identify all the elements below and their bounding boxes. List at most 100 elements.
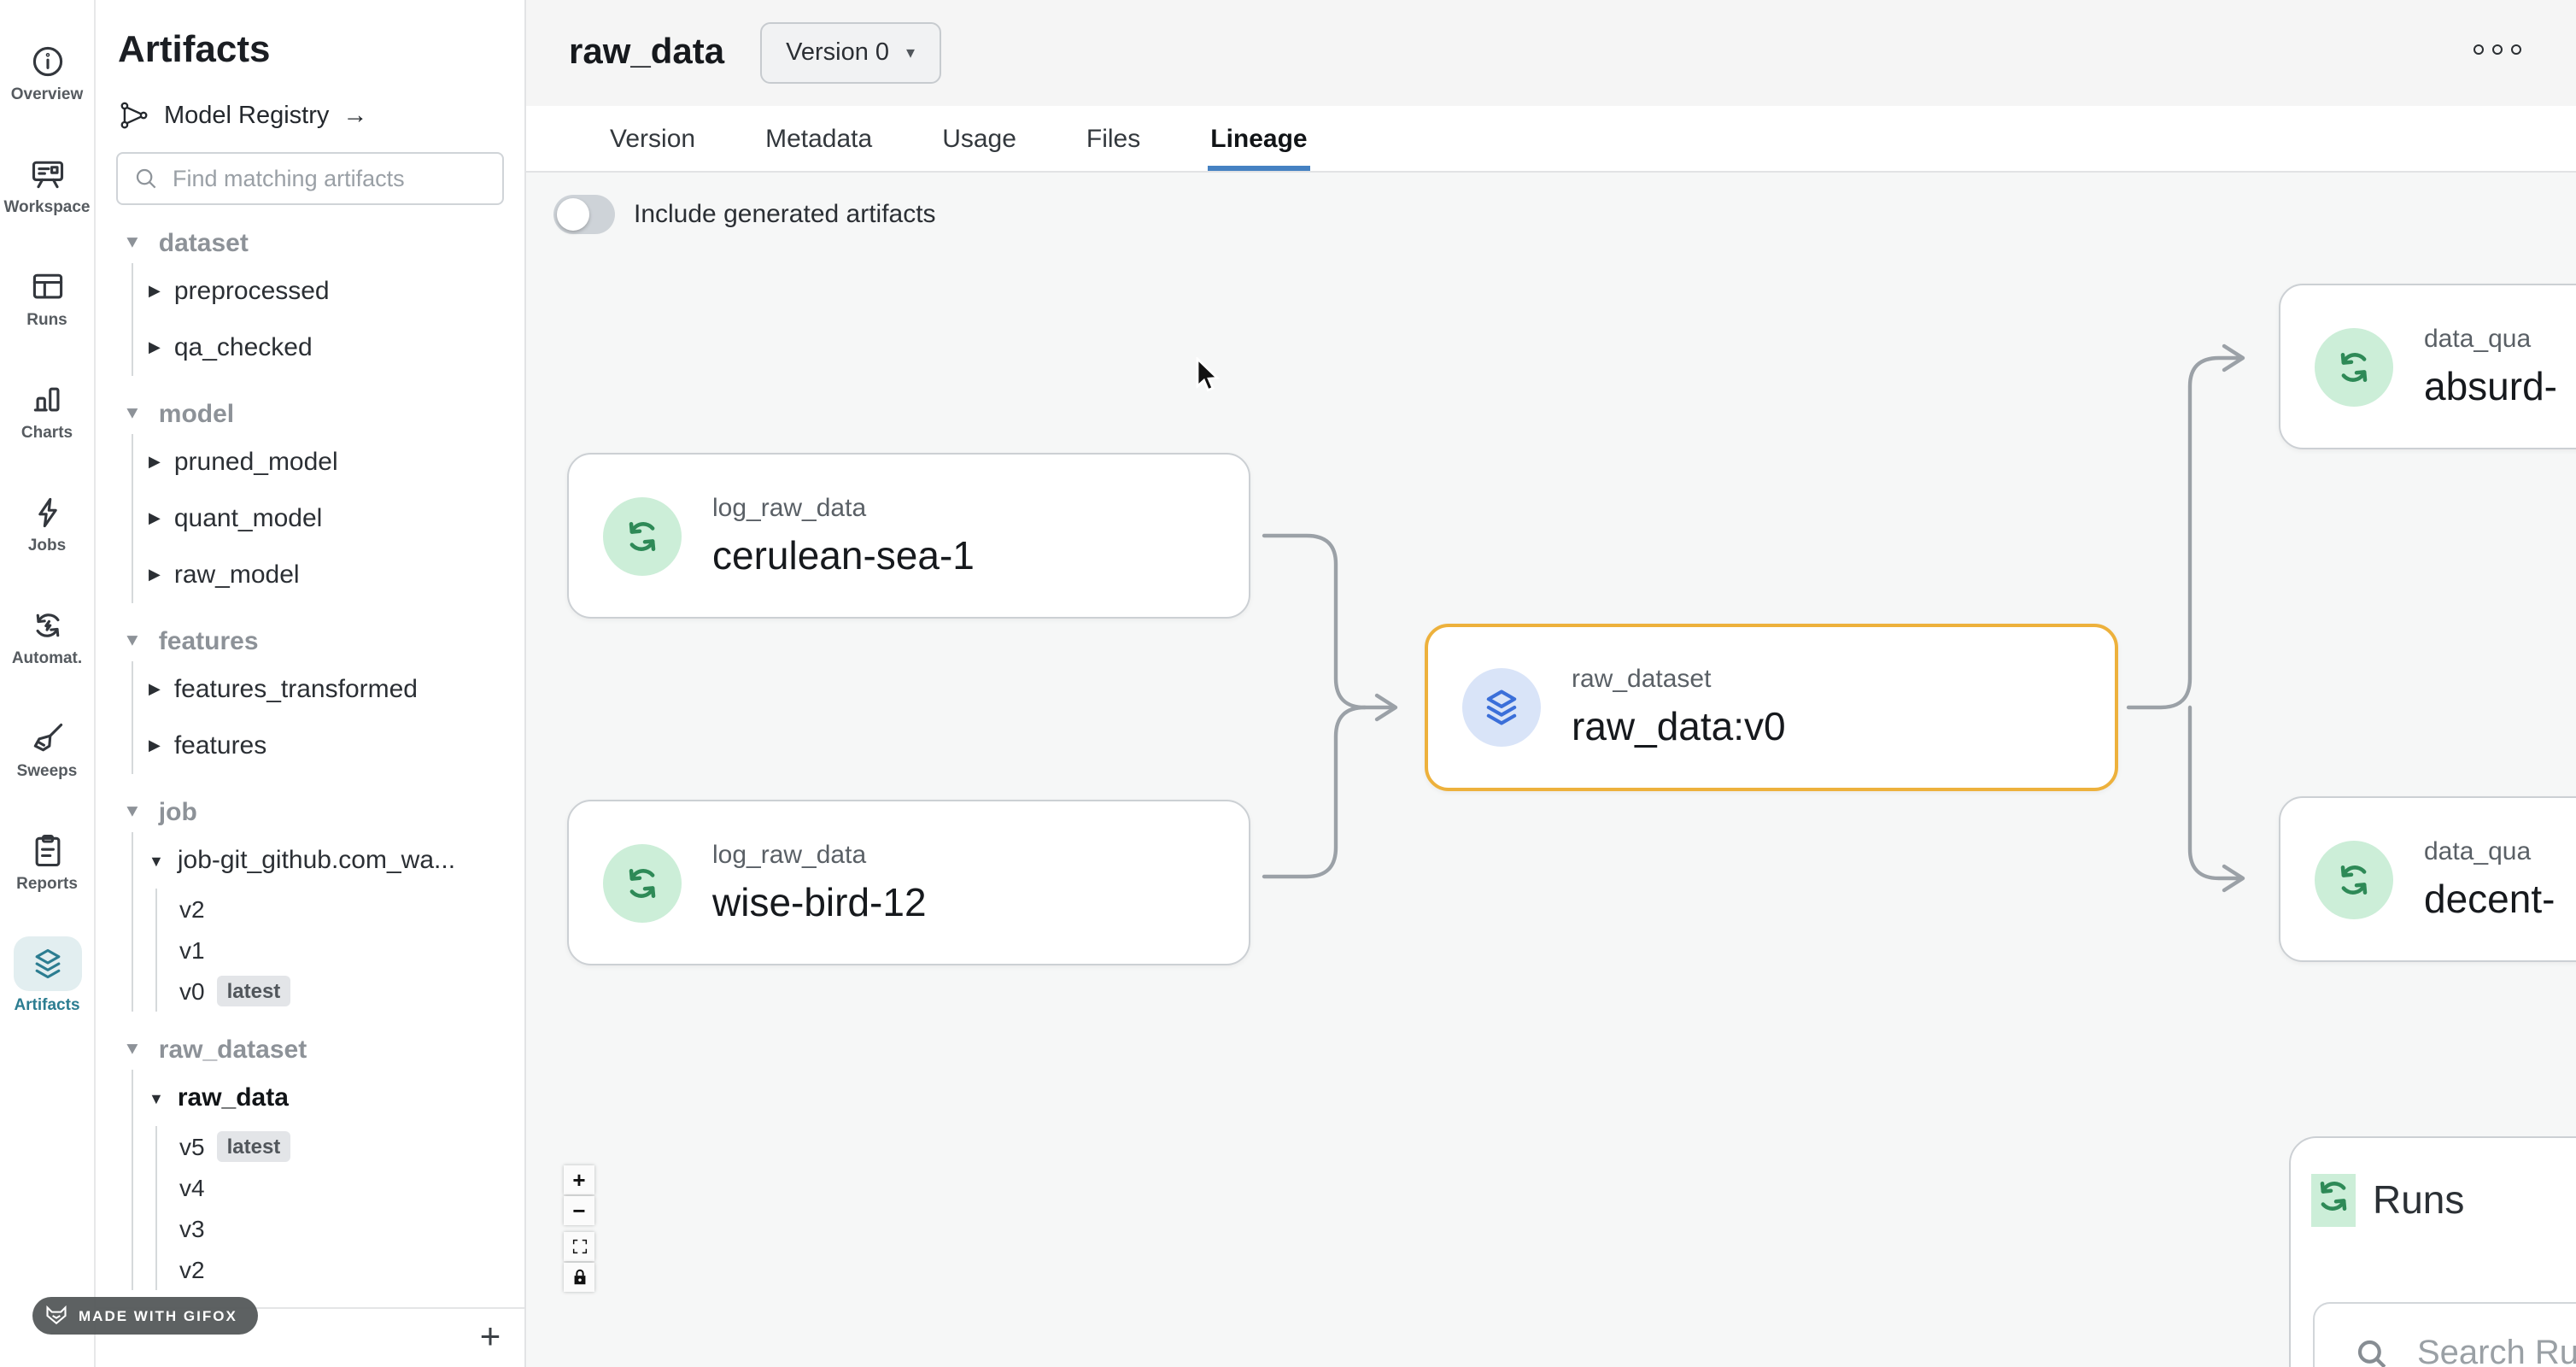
arrow-right-icon: → (342, 102, 368, 129)
fit-view-icon (571, 1239, 587, 1254)
chevron-down-icon: ▼ (123, 404, 142, 423)
node-artifact-name: raw_data:v0 (1572, 704, 1786, 748)
nav-workspace[interactable]: Workspace (0, 130, 95, 243)
sidebar-title: Artifacts (118, 27, 271, 70)
runs-icon (28, 268, 66, 306)
artifact-search-box (116, 152, 504, 205)
chevron-down-icon: ▼ (123, 233, 142, 252)
search-icon (2357, 1339, 2386, 1367)
run-icon (2315, 327, 2393, 406)
jobs-icon (28, 494, 66, 531)
nav-charts[interactable]: Charts (0, 355, 95, 468)
zoom-out-button[interactable]: − (564, 1196, 594, 1225)
include-generated-toggle[interactable] (553, 195, 615, 234)
node-artifact-type: raw_dataset (1572, 665, 1712, 694)
lineage-node-decent[interactable]: data_qua decent- (2279, 796, 2576, 962)
triangle-down-icon: ▼ (149, 852, 164, 869)
tree-version-v4[interactable]: v4 (179, 1174, 205, 1201)
artifacts-sidebar: Artifacts Model Registry → ▼ dataset ▶ p… (96, 0, 526, 1367)
fit-view-button[interactable] (564, 1232, 594, 1261)
nav-rail: Overview Workspace Runs Charts Jobs (0, 0, 96, 1367)
search-icon (136, 168, 156, 189)
lock-icon (573, 1269, 585, 1285)
runs-search-box (2313, 1302, 2576, 1367)
automations-icon (28, 607, 66, 644)
canvas-zoom-controls: + − (564, 1165, 594, 1294)
artifact-tree: ▼ dataset ▶ preprocessed ▶ qa_checked ▼ … (96, 222, 524, 1290)
nav-jobs[interactable]: Jobs (0, 468, 95, 581)
tree-item-raw-data[interactable]: ▼ raw_data (149, 1083, 289, 1112)
tree-version-v3[interactable]: v3 (179, 1215, 205, 1242)
tab-files[interactable]: Files (1086, 124, 1141, 153)
tab-usage[interactable]: Usage (942, 124, 1016, 153)
lineage-node-cerulean-sea-1[interactable]: log_raw_data cerulean-sea-1 (567, 453, 1250, 619)
triangle-right-icon: ▶ (149, 736, 161, 754)
chevron-down-icon: ▼ (123, 1040, 142, 1059)
node-run-type: data_qua (2424, 324, 2532, 353)
tab-version[interactable]: Version (610, 124, 696, 153)
model-registry-icon (120, 102, 148, 129)
nav-artifacts[interactable]: Artifacts (0, 919, 95, 1032)
artifact-tabs: Version Metadata Usage Files Lineage (526, 106, 2576, 173)
reports-icon (28, 832, 66, 870)
runs-search-input[interactable] (2417, 1334, 2576, 1367)
lock-button[interactable] (564, 1263, 594, 1292)
tree-version-v5[interactable]: v5 latest (157, 1126, 524, 1167)
runs-group-panel[interactable]: Runs (2289, 1136, 2576, 1367)
triangle-right-icon: ▶ (149, 282, 161, 299)
tree-item-raw-model[interactable]: ▶ raw_model (149, 560, 300, 590)
tree-item-preprocessed[interactable]: ▶ preprocessed (149, 277, 330, 306)
tree-section-features[interactable]: ▼ features (123, 626, 259, 655)
tree-item-quant-model[interactable]: ▶ quant_model (149, 504, 323, 533)
lineage-node-wise-bird-12[interactable]: log_raw_data wise-bird-12 (567, 800, 1250, 965)
tab-metadata[interactable]: Metadata (765, 124, 873, 153)
tab-lineage[interactable]: Lineage (1207, 106, 1310, 171)
tree-version-v2[interactable]: v2 (179, 895, 205, 923)
chevron-down-icon: ▼ (123, 631, 142, 650)
run-icon (2311, 1174, 2356, 1227)
model-registry-link[interactable]: Model Registry → (118, 99, 524, 132)
version-dropdown[interactable]: Version 0 ▾ (760, 22, 941, 84)
tree-section-model[interactable]: ▼ model (123, 399, 235, 428)
node-run-name: absurd- (2424, 363, 2557, 408)
workspace-icon (28, 155, 66, 193)
tree-item-features[interactable]: ▶ features (149, 731, 267, 760)
artifact-icon (1462, 668, 1541, 747)
run-icon (2315, 840, 2393, 918)
tree-section-raw-dataset[interactable]: ▼ raw_dataset (123, 1035, 307, 1064)
nav-sweeps[interactable]: Sweeps (0, 694, 95, 807)
add-artifact-button[interactable]: + (479, 1317, 501, 1357)
nav-reports[interactable]: Reports (0, 807, 95, 919)
tree-version-v1[interactable]: v1 (179, 936, 205, 964)
overflow-menu-icon[interactable] (2474, 44, 2521, 55)
sweeps-icon (28, 719, 66, 757)
tree-version-v0[interactable]: v0 latest (157, 971, 524, 1012)
run-icon (603, 843, 682, 922)
run-icon (603, 496, 682, 575)
triangle-right-icon: ▶ (149, 338, 161, 355)
node-run-type: log_raw_data (712, 840, 867, 869)
gifox-badge: MADE WITH GIFOX (32, 1297, 258, 1335)
tree-item-qa-checked[interactable]: ▶ qa_checked (149, 333, 313, 362)
node-run-name: decent- (2424, 876, 2556, 920)
nav-overview[interactable]: Overview (0, 17, 95, 130)
generated-artifacts-toggle-row: Include generated artifacts (553, 195, 936, 234)
tree-section-dataset[interactable]: ▼ dataset (123, 228, 249, 257)
runs-panel-title: Runs (2373, 1177, 2465, 1222)
tree-item-job-git[interactable]: ▼ job-git_github.com_wa... (149, 846, 456, 875)
artifacts-icon (13, 936, 81, 991)
artifact-search-input[interactable] (173, 166, 502, 191)
artifact-title: raw_data (569, 32, 725, 72)
tree-item-features-transformed[interactable]: ▶ features_transformed (149, 675, 418, 704)
lineage-node-raw-data-v0[interactable]: raw_dataset raw_data:v0 (1425, 624, 2118, 791)
tree-item-pruned-model[interactable]: ▶ pruned_model (149, 448, 338, 477)
tree-section-job[interactable]: ▼ job (123, 797, 197, 826)
lineage-node-absurd[interactable]: data_qua absurd- (2279, 284, 2576, 449)
triangle-right-icon: ▶ (149, 509, 161, 526)
tree-version-v2-raw[interactable]: v2 (179, 1256, 205, 1283)
zoom-in-button[interactable]: + (564, 1165, 594, 1194)
nav-automations[interactable]: Automat. (0, 581, 95, 694)
node-run-type: log_raw_data (712, 493, 867, 522)
nav-runs[interactable]: Runs (0, 243, 95, 355)
